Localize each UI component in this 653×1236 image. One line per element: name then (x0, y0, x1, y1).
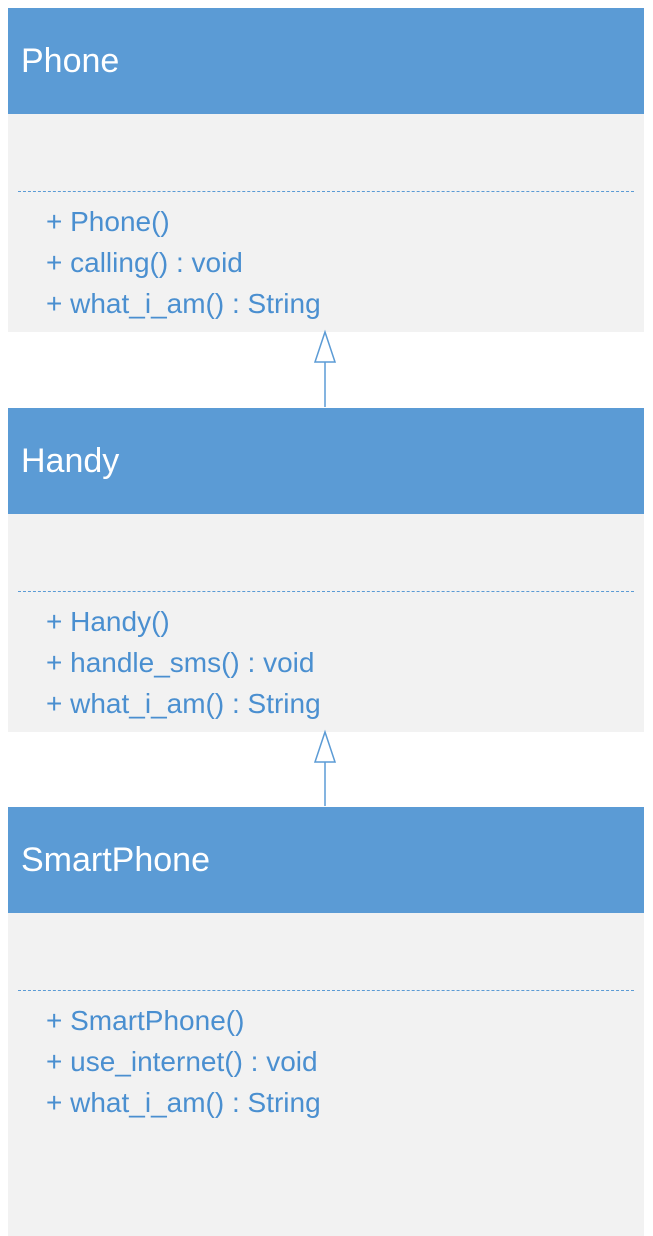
compartment-divider (18, 591, 634, 592)
operation: + Phone() (46, 206, 170, 237)
operation: + what_i_am() : String (46, 288, 321, 319)
operation: + SmartPhone() (46, 1005, 245, 1036)
operations-list: + SmartPhone() + use_internet() : void +… (46, 1000, 321, 1123)
operation: + use_internet() : void (46, 1046, 318, 1077)
class-name: SmartPhone (21, 840, 210, 879)
attributes-section (8, 913, 644, 990)
attributes-section (8, 114, 644, 191)
class-header-phone: Phone (8, 8, 644, 114)
class-body-handy: + Handy() + handle_sms() : void + what_i… (8, 514, 644, 732)
class-name: Handy (21, 441, 120, 480)
operation: + what_i_am() : String (46, 1087, 321, 1118)
class-body-phone: + Phone() + calling() : void + what_i_am… (8, 114, 644, 332)
class-body-smartphone: + SmartPhone() + use_internet() : void +… (8, 913, 644, 1236)
generalization-arrow-smartphone-to-handy (313, 729, 337, 806)
operations-list: + Handy() + handle_sms() : void + what_i… (46, 601, 321, 724)
generalization-arrow-handy-to-phone (313, 329, 337, 407)
compartment-divider (18, 191, 634, 192)
operation: + calling() : void (46, 247, 243, 278)
attributes-section (8, 514, 644, 591)
class-box-handy: Handy + Handy() + handle_sms() : void + … (8, 408, 644, 732)
class-box-phone: Phone + Phone() + calling() : void + wha… (8, 8, 644, 332)
class-header-handy: Handy (8, 408, 644, 514)
operations-list: + Phone() + calling() : void + what_i_am… (46, 201, 321, 324)
class-name: Phone (21, 41, 120, 80)
class-box-smartphone: SmartPhone + SmartPhone() + use_internet… (8, 807, 644, 1236)
operation: + Handy() (46, 606, 170, 637)
class-header-smartphone: SmartPhone (8, 807, 644, 913)
compartment-divider (18, 990, 634, 991)
operation: + what_i_am() : String (46, 688, 321, 719)
operation: + handle_sms() : void (46, 647, 315, 678)
